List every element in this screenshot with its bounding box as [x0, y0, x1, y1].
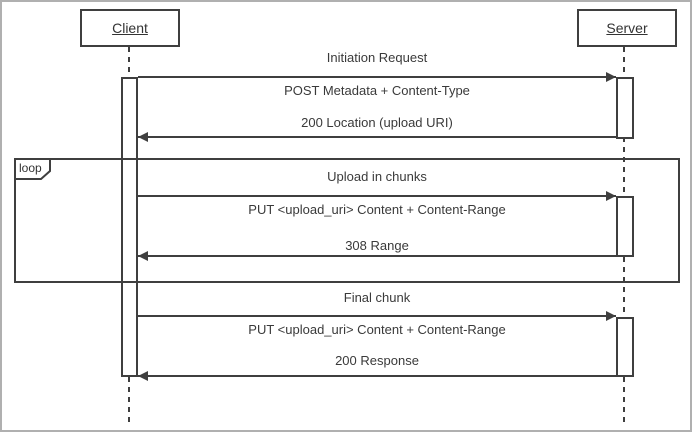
arrowhead-right-icon: [606, 311, 616, 321]
message-label-200-location: 200 Location (upload URI): [301, 115, 453, 130]
section-title-upload-chunks: Upload in chunks: [327, 169, 427, 184]
section-title-initiation: Initiation Request: [326, 50, 428, 65]
message-label-200-response: 200 Response: [335, 353, 419, 368]
message-line-308-range: [138, 255, 616, 257]
actor-client-label: Client: [112, 20, 148, 36]
arrowhead-left-icon: [138, 132, 148, 142]
actor-server-label: Server: [606, 20, 648, 36]
actor-client: Client: [80, 9, 180, 47]
message-line-200-location: [138, 136, 616, 138]
message-label-308-range: 308 Range: [345, 238, 409, 253]
server-activation-bar-3: [616, 317, 634, 377]
arrowhead-left-icon: [138, 251, 148, 261]
arrowhead-left-icon: [138, 371, 148, 381]
loop-label-pentagon: [14, 158, 51, 180]
section-title-final-chunk: Final chunk: [343, 290, 411, 305]
loop-label: loop: [19, 161, 42, 175]
message-line-put-final: [138, 315, 616, 317]
message-line-put-chunk: [138, 195, 616, 197]
arrowhead-right-icon: [606, 72, 616, 82]
message-line-post-metadata: [138, 76, 616, 78]
server-activation-bar-1: [616, 77, 634, 139]
message-line-200-response: [138, 375, 616, 377]
actor-server: Server: [577, 9, 677, 47]
server-activation-bar-2: [616, 196, 634, 257]
client-activation-bar: [121, 77, 138, 377]
message-label-post-metadata: POST Metadata + Content-Type: [284, 83, 470, 98]
loop-fragment-frame: [14, 158, 680, 283]
message-label-put-chunk: PUT <upload_uri> Content + Content-Range: [248, 202, 506, 217]
message-label-put-final: PUT <upload_uri> Content + Content-Range: [248, 322, 506, 337]
arrowhead-right-icon: [606, 191, 616, 201]
